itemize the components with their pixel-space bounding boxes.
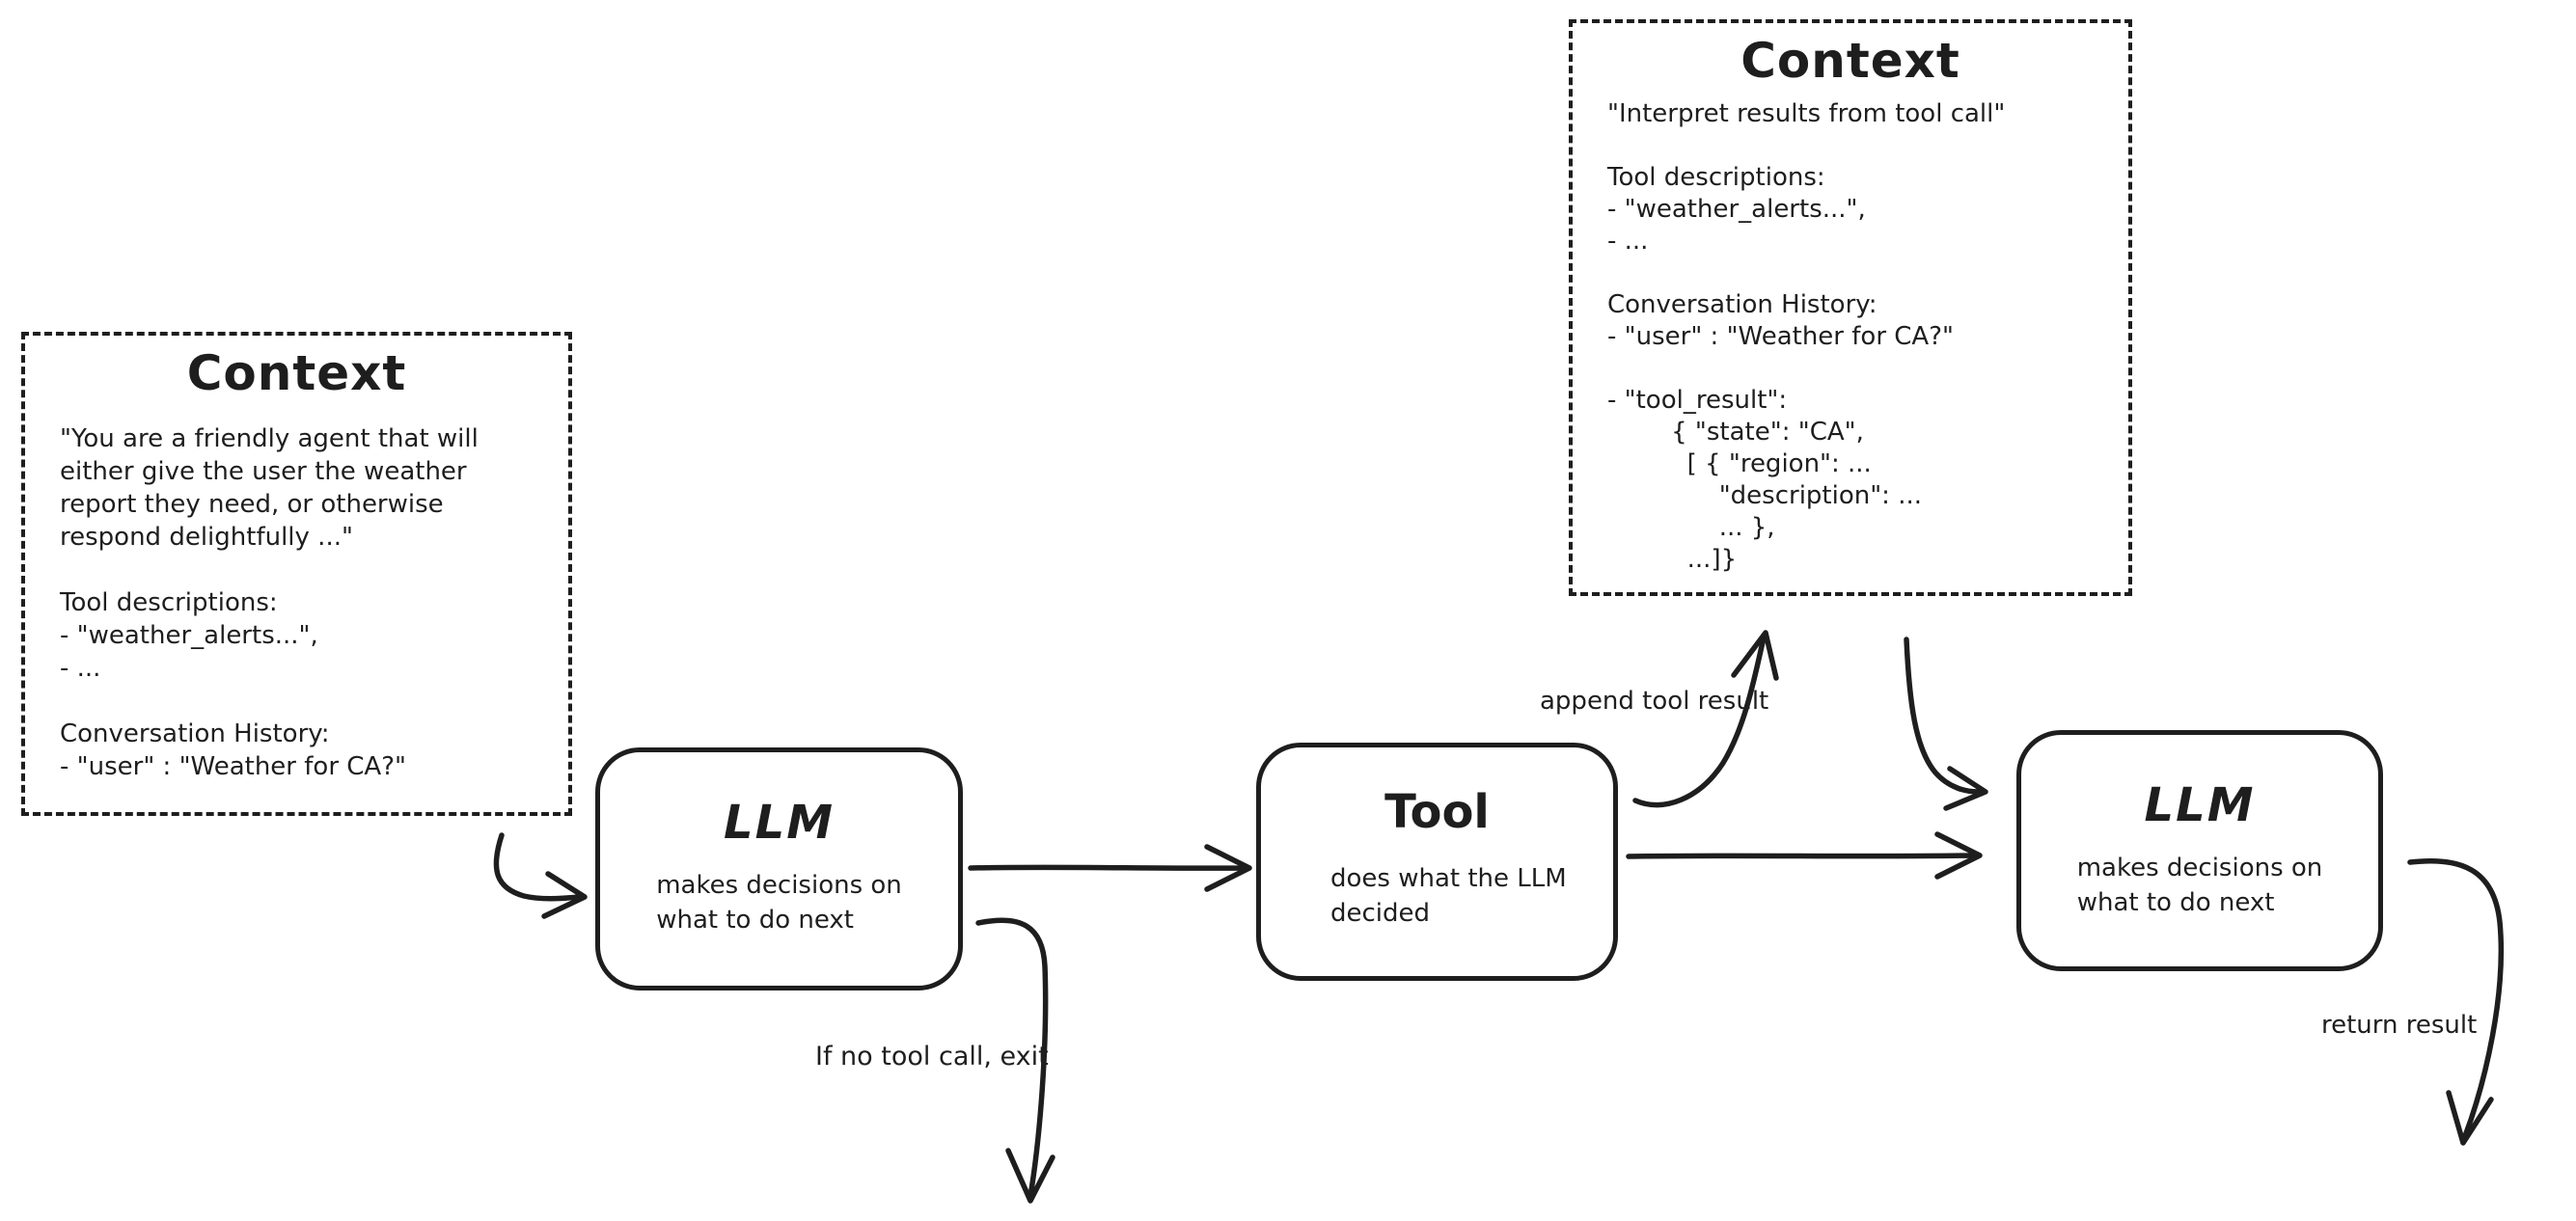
context-line: - "user" : "Weather for CA?" xyxy=(60,752,406,781)
context-line: ...]} xyxy=(1607,545,1738,574)
edge-llm2-return xyxy=(2407,857,2505,1139)
node-tool: Tool does what the LLM decided xyxy=(1256,743,1618,981)
node-llm-first-title: LLM xyxy=(724,796,835,850)
context-initial-title: Context xyxy=(186,345,407,401)
context-box-with-tool-result: Context "Interpret results from tool cal… xyxy=(1569,19,2132,596)
context-line: - ... xyxy=(1607,227,1649,256)
node-llm-second: LLM makes decisions on what to do next xyxy=(2016,730,2383,971)
context-line xyxy=(60,685,559,718)
edge-llm1-to-tool xyxy=(968,864,1246,871)
context-tool-result-title: Context xyxy=(1740,33,1960,89)
context-line: - "weather_alerts...", xyxy=(1607,195,1866,224)
node-llm-second-subtitle: makes decisions on what to do next xyxy=(2076,854,2323,917)
context-box-initial: Context "You are a friendly agent that w… xyxy=(21,332,572,816)
context-line: respond delightfully ..." xyxy=(60,523,353,552)
edge-tool-to-context2 xyxy=(1632,635,1767,808)
context-line: report they need, or otherwise xyxy=(60,490,444,519)
context-line: ... }, xyxy=(1607,513,1775,542)
edge-tool-to-llm2 xyxy=(1626,853,1975,859)
context-line: "You are a friendly agent that will xyxy=(60,424,479,453)
edge-context-initial-to-llm1 xyxy=(493,832,582,902)
arrowhead-llm1-to-tool xyxy=(1204,844,1252,892)
context-line xyxy=(1607,258,2119,289)
context-line xyxy=(1607,130,2119,162)
arrowhead-tool-to-llm2 xyxy=(1934,831,1983,880)
node-tool-subtitle: does what the LLM decided xyxy=(1330,864,1567,928)
arrowhead-llm2-return xyxy=(2446,1090,2494,1146)
context-line: either give the user the weather xyxy=(60,457,467,486)
context-line: Conversation History: xyxy=(1607,290,1877,319)
arrowhead-context2-to-llm2 xyxy=(1943,766,1988,811)
context-line: - "weather_alerts...", xyxy=(60,621,318,650)
edge-label-append-tool-result: append tool result xyxy=(1540,687,1769,716)
arrowhead-tool-to-context2 xyxy=(1731,630,1779,681)
arrowhead-context-initial-to-llm1 xyxy=(541,871,588,919)
context-line xyxy=(60,554,559,586)
node-tool-title: Tool xyxy=(1384,785,1490,839)
context-line: [ { "region": ... xyxy=(1607,449,1872,478)
context-initial-body: "You are a friendly agent that will eithe… xyxy=(60,422,559,783)
context-line: { "state": "CA", xyxy=(1607,418,1864,447)
context-line: - ... xyxy=(60,654,101,683)
context-line: "description": ... xyxy=(1607,481,1923,510)
context-line: Tool descriptions: xyxy=(60,588,278,617)
context-line: - "tool_result": xyxy=(1607,386,1788,415)
edge-context2-to-llm2 xyxy=(1904,637,1981,795)
edge-label-if-no-tool-call-exit: If no tool call, exit xyxy=(815,1042,1049,1072)
edge-llm1-exit xyxy=(975,917,1049,1199)
node-llm-first: LLM makes decisions on what to do next xyxy=(595,747,963,990)
node-llm-second-title: LLM xyxy=(2144,778,2256,832)
context-line xyxy=(1607,353,2119,385)
node-llm-first-subtitle: makes decisions on what to do next xyxy=(656,871,902,935)
context-line: "Interpret results from tool call" xyxy=(1607,99,2006,128)
context-line: Tool descriptions: xyxy=(1607,163,1825,192)
context-line: - "user" : "Weather for CA?" xyxy=(1607,322,1954,351)
edge-label-return-result: return result xyxy=(2321,1011,2478,1040)
arrowhead-llm1-exit xyxy=(1005,1148,1055,1204)
context-line: Conversation History: xyxy=(60,719,330,748)
context-tool-result-body: "Interpret results from tool call" Tool d… xyxy=(1607,98,2119,576)
